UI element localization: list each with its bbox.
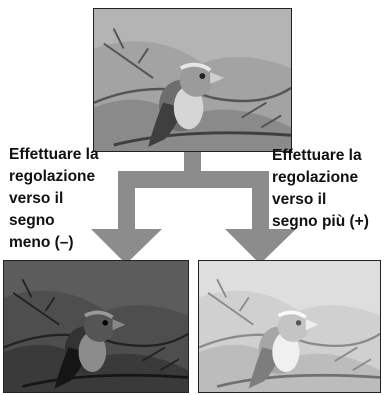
photo-plus [198,260,381,393]
bird-on-branch-dark-image [4,261,188,392]
bird-on-branch-light-image [199,261,380,392]
arrow-crossbar [118,171,269,188]
photo-original [93,8,292,152]
arrow-right-head [225,229,296,264]
arrow-shapes [91,150,296,264]
arrow-left-shaft [118,171,135,231]
label-minus-adjustment: Effettuare la regolazione verso il segno… [9,146,99,251]
bird-on-branch-image [94,9,291,151]
photo-minus [3,260,189,393]
arrow-left-head [91,229,162,264]
arrow-right-shaft [252,171,269,231]
label-plus-adjustment: Effettuare la regolazione verso il segno… [272,147,369,230]
